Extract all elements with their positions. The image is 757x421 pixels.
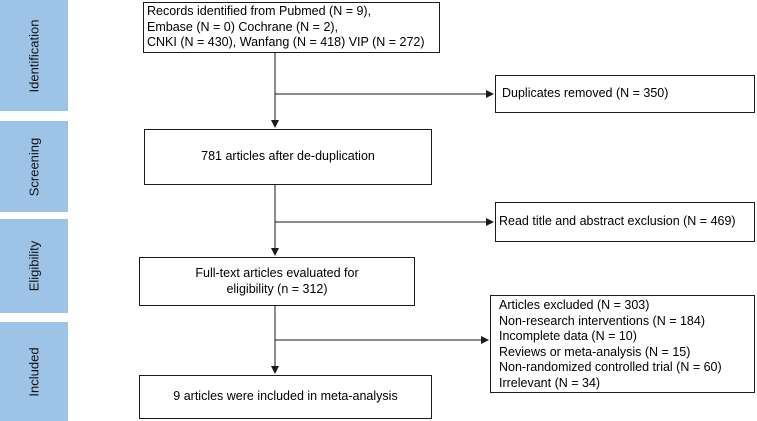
- records-line-2: Embase (N = 0) Cochrane (N = 2),: [147, 19, 339, 34]
- after-dedup-text: 781 articles after de-duplication: [201, 149, 375, 164]
- fulltext-line-1: Full-text articles evaluated for: [195, 266, 359, 280]
- excluded-line-5: Non-randomized controlled trial (N = 60): [499, 360, 722, 374]
- excluded-line-4: Reviews or meta-analysis (N = 15): [499, 344, 691, 359]
- included-text: 9 articles were included in meta-analysi…: [173, 389, 398, 404]
- after-dedup-box: 781 articles after de-duplication: [144, 129, 432, 185]
- excluded-line-1: Articles excluded (N = 303): [499, 298, 650, 312]
- phase-screening: Screening: [0, 121, 68, 212]
- phase-included: Included: [0, 322, 68, 421]
- fulltext-line-2: eligibility (n = 312): [226, 281, 328, 296]
- excluded-line-2: Non-research interventions (N = 184): [499, 313, 705, 328]
- excluded-line-6: Irrelevant (N = 34): [499, 375, 601, 390]
- duplicates-removed-text: Duplicates removed (N = 350): [502, 86, 669, 101]
- title-abstract-exclusion-text: Read title and abstract exclusion (N = 4…: [499, 214, 736, 229]
- excluded-line-3: Incomplete data (N = 10): [499, 329, 637, 343]
- duplicates-removed-box: Duplicates removed (N = 350): [495, 75, 755, 113]
- records-identified-box: Records identified from Pubmed (N = 9), …: [143, 2, 440, 53]
- title-abstract-exclusion-box: Read title and abstract exclusion (N = 4…: [495, 202, 755, 242]
- records-line-3: CNKI (N = 430), Wanfang (N = 418) VIP (N…: [147, 35, 425, 49]
- phase-eligibility: Eligibility: [0, 219, 68, 313]
- articles-excluded-box: Articles excluded (N = 303) Non-research…: [490, 295, 755, 393]
- included-box: 9 articles were included in meta-analysi…: [139, 375, 432, 419]
- phase-identification: Identification: [0, 0, 68, 111]
- records-line-1: Records identified from Pubmed (N = 9),: [147, 4, 372, 18]
- fulltext-evaluated-box: Full-text articles evaluated for eligibi…: [139, 257, 415, 306]
